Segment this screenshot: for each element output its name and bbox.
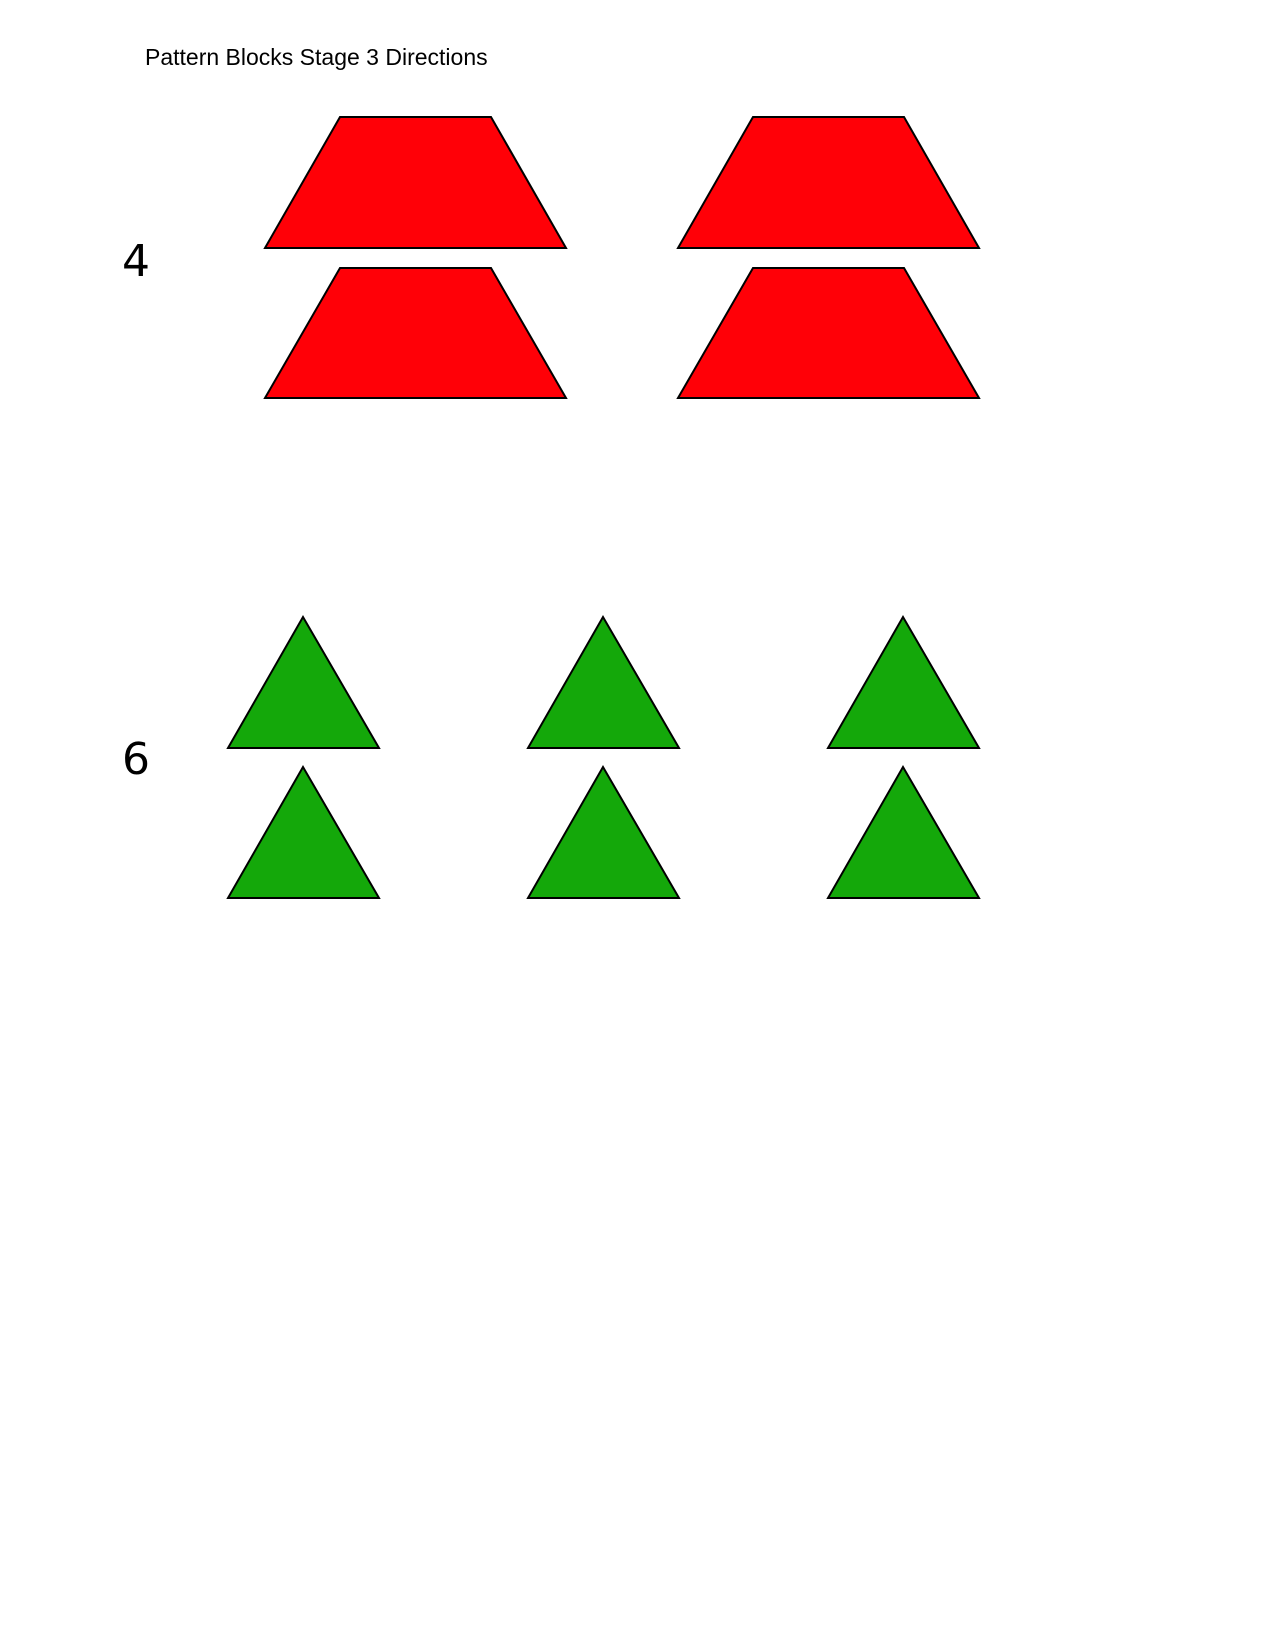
trapezoid-group <box>263 116 981 399</box>
triangle-block <box>226 764 381 899</box>
page-title: Pattern Blocks Stage 3 Directions <box>145 44 488 70</box>
trapezoid-block <box>676 267 981 399</box>
trapezoid-block <box>676 116 981 249</box>
count-label-triangles: 6 <box>122 734 150 785</box>
triangle-block <box>826 764 981 899</box>
triangle-group <box>226 614 981 899</box>
trapezoid-block <box>263 116 568 249</box>
triangle-block <box>526 764 681 899</box>
count-label-trapezoids: 4 <box>122 236 150 287</box>
triangle-block <box>226 614 381 749</box>
triangle-block <box>826 614 981 749</box>
trapezoid-block <box>263 267 568 399</box>
triangle-block <box>526 614 681 749</box>
